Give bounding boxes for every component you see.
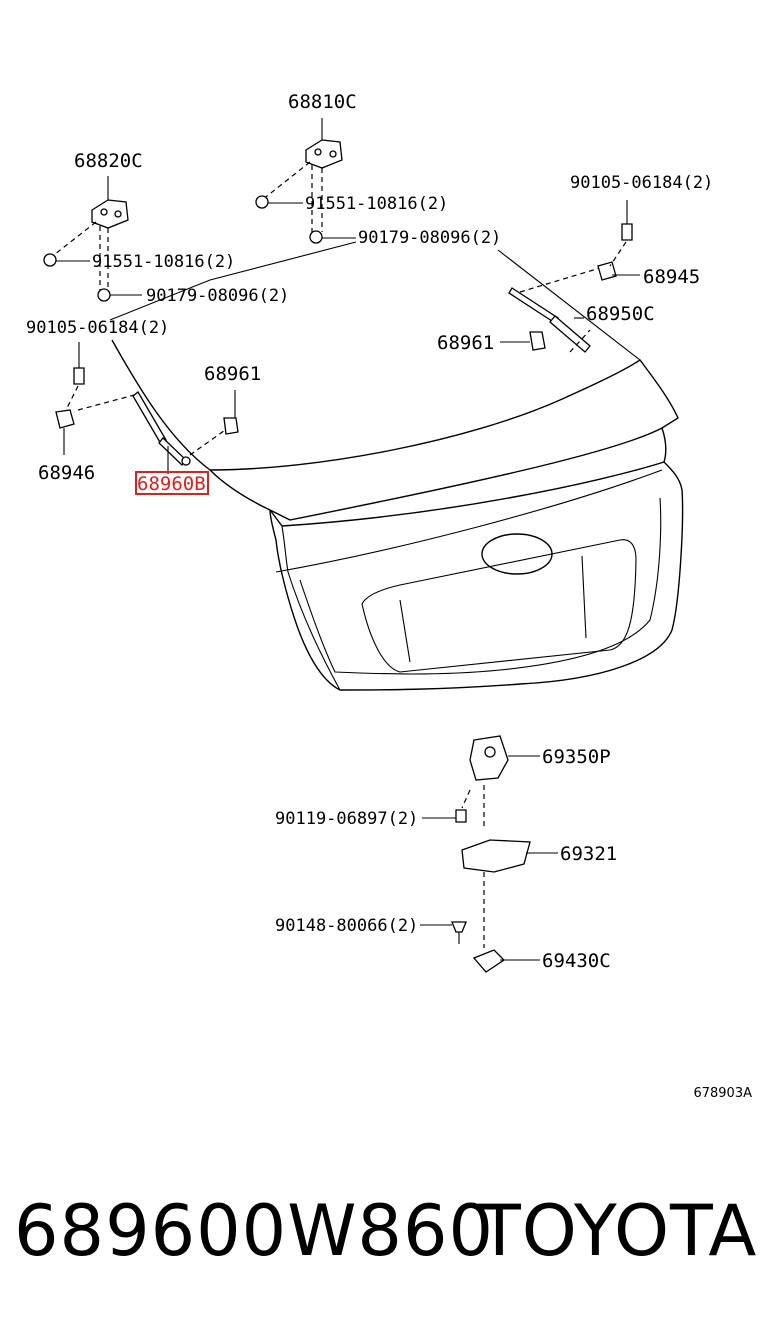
callout-68961: 68961 [437,332,494,354]
callout-90179-08096: 90179-08096(2) [358,228,501,248]
strut-68960B-drawing [55,342,239,474]
callout-69350P: 69350P [542,746,611,768]
lock-assembly-drawing [420,735,558,973]
callout-90148-80066: 90148-80066(2) [275,916,418,936]
callout-90179-08096: 90179-08096(2) [146,286,289,306]
strut-68950C-drawing [500,200,640,353]
highlight-box [135,471,209,495]
callout-68810C: 68810C [288,91,357,113]
callout-68945: 68945 [643,266,700,288]
leader-line [109,241,357,321]
callout-68820C: 68820C [74,150,143,172]
hinge-68820C-drawing [43,176,142,302]
trunk-lid-drawing [111,339,684,691]
callout-68950C: 68950C [586,303,655,325]
brand-name: TOYOTA [478,1190,758,1272]
callout-69321: 69321 [560,843,617,865]
hinge-68810C-drawing [255,118,356,244]
callout-69430C: 69430C [542,950,611,972]
callout-91551-10816: 91551-10816(2) [305,194,448,214]
leader-line [497,249,641,361]
diagram-reference-code: 678903A [693,1086,752,1101]
callout-68946: 68946 [38,462,95,484]
callout-90105-06184: 90105-06184(2) [570,173,713,193]
part-number: 689600W860 [14,1190,495,1272]
callout-68960B-highlighted: 68960B [137,473,206,495]
footer-caption: 689600W860 TOYOTA [0,1190,760,1280]
callout-90105-06184: 90105-06184(2) [26,318,169,338]
callout-91551-10816: 91551-10816(2) [92,252,235,272]
callout-90119-06897: 90119-06897(2) [275,809,418,829]
callout-68961: 68961 [204,363,261,385]
